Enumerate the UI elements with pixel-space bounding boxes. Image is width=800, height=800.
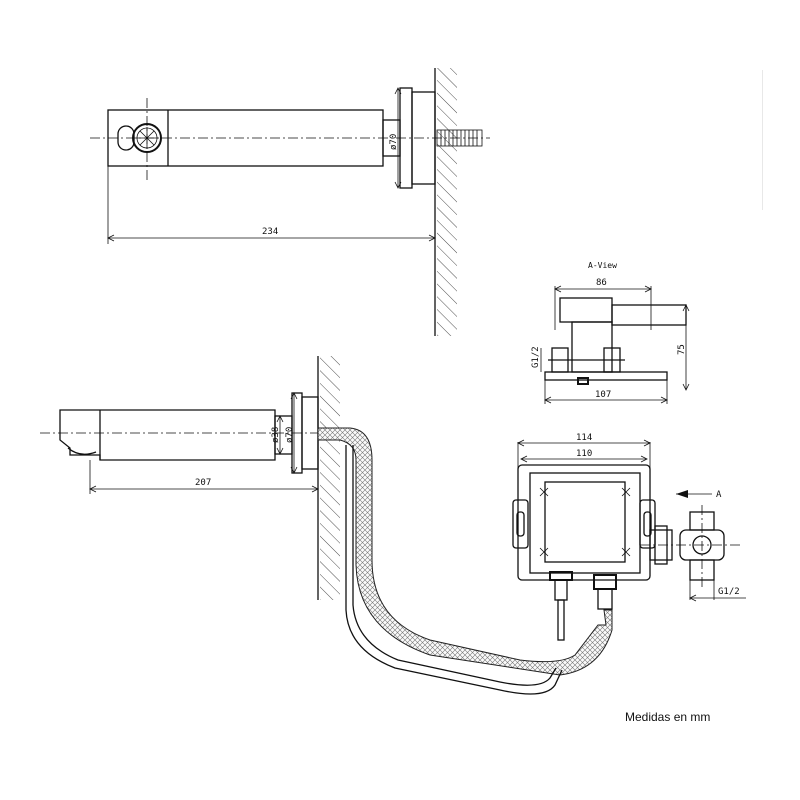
a-view-width-top: 86 — [596, 278, 607, 288]
a-view-thread: G1/2 — [531, 346, 541, 368]
braided-hose — [317, 427, 613, 676]
side-wall-hatch — [320, 356, 340, 600]
control-box: 114 110 A — [512, 433, 740, 641]
units-caption: Medidas en mm — [625, 710, 711, 724]
a-view-title: A-View — [588, 261, 617, 270]
side-length-label: 207 — [195, 478, 211, 488]
a-view-body-top — [559, 297, 613, 323]
side-diameter-inner: ø38 — [271, 427, 281, 443]
page-edge-mark — [762, 70, 763, 210]
hoses — [317, 427, 613, 695]
top-wall-hatch — [437, 68, 457, 336]
inlet-valve: G1/2 — [679, 505, 746, 602]
box-width-outer: 114 — [576, 433, 592, 443]
side-spout-body — [59, 409, 276, 461]
box-housing — [517, 464, 651, 581]
inlet-thread-label: G1/2 — [718, 587, 740, 597]
side-view: ø38 ø70 207 — [40, 356, 350, 600]
arrow-a-label: A — [716, 490, 722, 500]
top-view: ø70 234 — [90, 68, 490, 336]
side-diameter-outer: ø70 — [285, 427, 295, 443]
a-view: A-View 86 75 G1/2 107 — [531, 261, 690, 404]
top-diameter-label: ø70 — [389, 134, 399, 150]
box-width-inner: 110 — [576, 449, 592, 459]
a-view-height: 75 — [677, 344, 687, 355]
a-view-width-bottom: 107 — [595, 390, 611, 400]
a-view-base — [544, 371, 668, 381]
sensor-cable — [345, 445, 563, 695]
top-length-label: 234 — [262, 227, 278, 237]
box-cover — [544, 481, 626, 563]
